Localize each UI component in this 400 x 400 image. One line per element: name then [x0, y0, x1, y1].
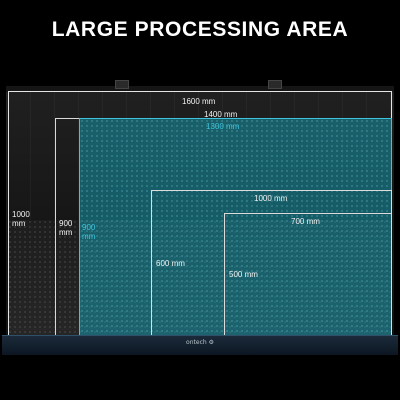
brand-logo: ontech ⚙ [186, 339, 214, 346]
width-label-1600: 1600 mm [182, 97, 216, 106]
height-label-900: 900 mm [59, 219, 73, 237]
height-label-600: 600 mm [156, 259, 185, 268]
area-700x500 [224, 213, 392, 335]
area-1300x900-highlight [79, 118, 392, 335]
height-label-1000: 1000 mm [12, 210, 30, 228]
width-label-1300: 1300 mm [206, 122, 240, 131]
rail-clip-left [115, 80, 129, 89]
page-title: LARGE PROCESSING AREA [51, 18, 349, 41]
height-label-500: 500 mm [229, 270, 258, 279]
height-label-900-highlight: 900 mm [82, 223, 96, 241]
width-label-700: 700 mm [291, 217, 320, 226]
front-rail: ontech ⚙ [2, 335, 398, 355]
width-label-1400: 1400 mm [204, 110, 238, 119]
width-label-1000: 1000 mm [254, 194, 288, 203]
rail-clip-right [268, 80, 282, 89]
